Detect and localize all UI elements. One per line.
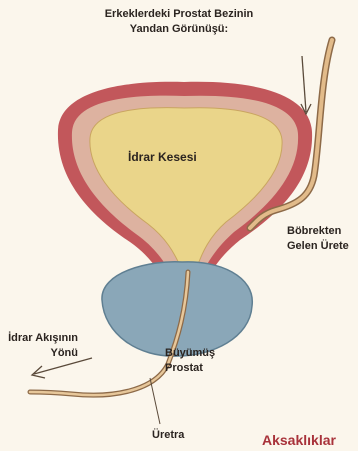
bladder-label: İdrar Kesesi: [128, 150, 197, 165]
title-line: Yandan Görünüşü:: [0, 22, 358, 37]
kidney-ureter-label: Böbrekten Gelen Ürete: [287, 224, 349, 254]
urine-flow-arrow: [32, 358, 92, 378]
label-line: Böbrekten: [287, 224, 349, 239]
diagram-title: Erkeklerdeki Prostat Bezinin Yandan Görü…: [0, 7, 358, 37]
urethra-leader-line: [150, 378, 160, 424]
label-line: İdrar Akışının: [0, 331, 78, 346]
section-heading: Aksaklıklar: [262, 432, 336, 448]
title-line: Erkeklerdeki Prostat Bezinin: [0, 7, 358, 22]
urethra-label: Üretra: [152, 428, 184, 443]
urine-flow-label: İdrar Akışının Yönü: [0, 331, 78, 361]
label-line: Prostat: [165, 361, 215, 376]
label-line: Gelen Ürete: [287, 239, 349, 254]
bladder-lumen: [90, 108, 282, 276]
ureter-flow-arrow: [301, 56, 311, 114]
label-line: Yönü: [0, 346, 78, 361]
prostate-label: Büyümüş Prostat: [165, 346, 215, 376]
label-line: Büyümüş: [165, 346, 215, 361]
